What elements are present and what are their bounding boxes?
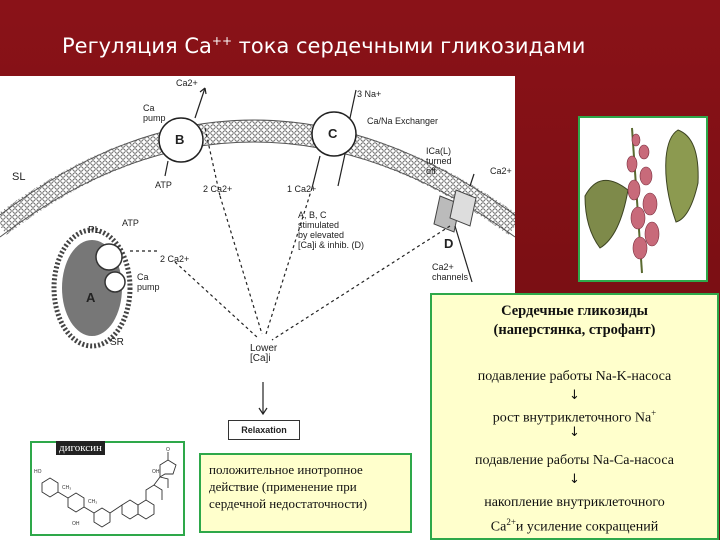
na3-label: 3 Na+ bbox=[357, 89, 382, 99]
digoxin-structure: HO CH₃ CH₃ OH OH O bbox=[30, 441, 185, 536]
diagram-graphics bbox=[0, 87, 515, 416]
arrow-down-icon: ↓ bbox=[569, 472, 580, 487]
step-1: подавление работы Na-K-насоса bbox=[477, 369, 672, 384]
ca-pump-sr-label: Ca pump bbox=[137, 272, 160, 292]
label-d: D bbox=[444, 236, 454, 251]
svg-text:OH: OH bbox=[152, 469, 160, 475]
step-4-line-1: накопление внутриклеточного bbox=[484, 495, 665, 510]
inotropic-effect-box: положительное инотропное действие (приме… bbox=[199, 453, 412, 533]
two-ca-top-label: 2 Ca2+ bbox=[203, 184, 233, 194]
atp-top-label: ATP bbox=[155, 180, 172, 190]
arrow-down-icon: ↓ bbox=[569, 425, 580, 440]
foxglove-illustration bbox=[578, 116, 708, 282]
digoxin-structure-drawing: HO CH₃ CH₃ OH OH O bbox=[34, 447, 177, 528]
step-3: подавление работы Na-Ca-насоса bbox=[475, 453, 674, 468]
arrow-down-icon: ↓ bbox=[569, 388, 580, 403]
svg-text:O: O bbox=[166, 447, 170, 453]
ca-pump-label: Ca pump bbox=[143, 103, 166, 123]
label-pl: PL bbox=[88, 225, 101, 236]
sarcoplasmic-reticulum bbox=[51, 227, 133, 349]
channel-d bbox=[433, 189, 477, 233]
ca-na-exchanger-label: Ca/Na Exchanger bbox=[367, 116, 439, 126]
step-4-line-2: Ca2+и усиление сокращений bbox=[490, 517, 659, 535]
pump-b bbox=[158, 117, 204, 163]
ca-channels-label: Ca2+ channels bbox=[432, 262, 469, 282]
label-c: C bbox=[328, 126, 338, 141]
ca2-top-label: Ca2+ bbox=[176, 78, 198, 88]
ica-turned-off-label: ICa(L) turned off bbox=[426, 146, 452, 176]
svg-text:CH₃: CH₃ bbox=[88, 499, 97, 505]
cell-membrane bbox=[0, 120, 515, 235]
two-ca-left-label: 2 Ca2+ bbox=[160, 254, 190, 264]
one-ca-label: 1 Ca2+ bbox=[287, 184, 317, 194]
svg-text:CH₃: CH₃ bbox=[62, 485, 71, 491]
label-sr: SR bbox=[110, 337, 124, 348]
lower-ca-label: Lower [Ca]i bbox=[250, 343, 278, 364]
foxglove-drawing bbox=[584, 127, 699, 274]
exchanger-c bbox=[311, 111, 357, 157]
stimulated-label: A, B, C stimulated by elevated [Ca]i & i… bbox=[298, 210, 365, 250]
label-a: A bbox=[86, 290, 96, 305]
svg-text:HO: HO bbox=[34, 469, 42, 475]
relaxation-box: Relaxation bbox=[228, 420, 300, 440]
atp-left-label: ATP bbox=[122, 218, 139, 228]
step-2: рост внутриклеточного Na+ bbox=[492, 408, 657, 426]
ca2-right-label: Ca2+ bbox=[490, 166, 512, 176]
label-sl: SL bbox=[12, 171, 26, 183]
panel-heading: Сердечные гликозиды (наперстянка, строфа… bbox=[493, 303, 656, 338]
label-b: B bbox=[175, 132, 185, 147]
glycosides-panel: Сердечные гликозиды (наперстянка, строфа… bbox=[430, 293, 719, 540]
digoxin-label: дигоксин bbox=[56, 441, 105, 455]
svg-text:OH: OH bbox=[72, 521, 80, 527]
slide-title: Регуляция Ca++ тока сердечными гликозида… bbox=[62, 34, 586, 58]
